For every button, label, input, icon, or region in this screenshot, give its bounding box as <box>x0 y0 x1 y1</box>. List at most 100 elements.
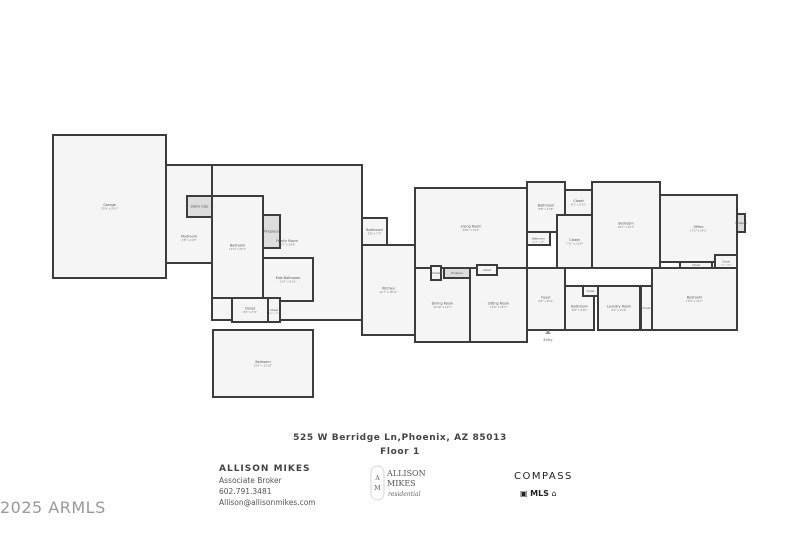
mls-badge: MLS <box>530 489 549 498</box>
svg-text:A: A <box>374 475 380 482</box>
room-dimensions: 20'9" x 20'3" <box>101 207 118 211</box>
room-outline-bedroom <box>651 267 738 331</box>
room-dimensions: 3'1" x 7'9" <box>269 313 280 315</box>
room-name: Bathroom <box>532 237 545 241</box>
room-name: Sitting Room <box>488 302 510 306</box>
room-dimensions: 8'2" x 9'10" <box>611 308 626 312</box>
room-closet: Closet <box>692 263 700 267</box>
room-name: Closet <box>722 260 730 264</box>
room-name: Foyer <box>541 296 551 300</box>
room-name: Closet <box>569 238 580 242</box>
room-outline-office <box>659 194 738 263</box>
room-dimensions: 20'8" x 15'7" <box>463 228 480 232</box>
room-outline-closet <box>231 297 269 323</box>
room-dimensions: 8'8" x 9'10" <box>572 308 587 312</box>
room-name: Bedroom <box>687 296 703 300</box>
room-outline-bathroom <box>526 231 551 246</box>
agent-title: Associate Broker <box>219 476 282 485</box>
room-outline-bedroom <box>212 329 314 398</box>
watermark: 2025 ARMLS <box>0 498 106 517</box>
room-closet: Closet <box>483 268 491 272</box>
room-fireplace: Fireplace <box>264 230 279 234</box>
svg-text:ALLISON: ALLISON <box>386 469 426 478</box>
entry-label: Entry <box>543 338 552 342</box>
floor-label: Floor 1 <box>380 447 420 457</box>
room-closet: Closet <box>642 306 650 310</box>
room-dimensions: 7'11" x 11'8" <box>566 242 583 246</box>
room-outline-stairs-up <box>186 195 213 218</box>
room-outline-closet <box>267 297 281 323</box>
room-outline-closet <box>582 285 599 297</box>
svg-text:residential: residential <box>388 491 421 498</box>
room-name: Bathroom <box>538 204 555 208</box>
room-name: Fireplace <box>451 271 463 275</box>
room-name: Bathroom <box>366 228 383 232</box>
agent-email: Allison@allisonmikes.com <box>219 498 316 507</box>
room-outline-sitting-room <box>469 267 528 343</box>
room-fireplace: Fireplace <box>451 271 463 275</box>
room-name: Bathroom <box>571 305 588 309</box>
room-dimensions: 19'4" x 14'1" <box>686 299 703 303</box>
room-name: Closet <box>270 308 278 312</box>
room-dimensions: 12'10" x 14'1" <box>433 305 452 309</box>
room-dimensions: 17'2" x 14'2" <box>690 229 707 233</box>
room-dimensions: 8'8" x 11'8" <box>538 207 553 211</box>
svg-text:MIKES: MIKES <box>387 479 416 488</box>
room-name: Closet <box>483 268 491 272</box>
svg-text:M: M <box>374 485 380 492</box>
compass-logo: COMPASS <box>514 471 573 482</box>
room-dimensions: 16'1" x 20'7" <box>618 225 635 229</box>
room-outline-living-room <box>414 187 528 269</box>
room-outline-kitchen <box>361 244 416 336</box>
room-outline-garage <box>52 134 167 279</box>
mls-badges: ▣ MLS ⌂ <box>520 489 557 498</box>
room-dimensions: 4'8" x 11'3" <box>181 238 196 242</box>
room-name: Fireplace <box>735 221 747 225</box>
room-name: Bedroom <box>618 222 634 226</box>
room-outline-kids-bathroom <box>262 257 314 302</box>
entry-marker: Entry <box>543 330 553 342</box>
allison-mikes-logo: A M ALLISON MIKES residential <box>370 465 426 501</box>
room-name: Closet <box>692 263 700 267</box>
room-outline-closet <box>430 265 442 281</box>
room-name: Family Room <box>276 239 298 243</box>
room-fireplace: Fireplace <box>735 221 747 225</box>
room-name: Closet <box>432 271 440 275</box>
room-outline-bathroom <box>361 217 388 246</box>
room-name: Closet <box>642 306 650 310</box>
room-name: Closet <box>245 307 256 311</box>
room-name: Laundry Room <box>607 305 632 309</box>
room-name: Kitchen <box>382 287 395 291</box>
room-name: Garage <box>103 203 115 207</box>
room-closet: Closet <box>586 289 594 293</box>
agent-info: ALLISON MIKES Associate Broker 602.791.3… <box>219 464 316 508</box>
room-outline-laundry-room <box>597 285 641 331</box>
room-name: Office <box>694 225 704 229</box>
room-outline-closet <box>556 214 593 269</box>
room-closet: Closet <box>432 271 440 275</box>
room-dimensions: 22'4" x 15'10" <box>254 364 273 368</box>
room-name: Mudroom <box>181 235 198 239</box>
room-dimensions: 11'3" x 6'11" <box>280 280 297 284</box>
room-outline-fireplace <box>262 214 281 249</box>
